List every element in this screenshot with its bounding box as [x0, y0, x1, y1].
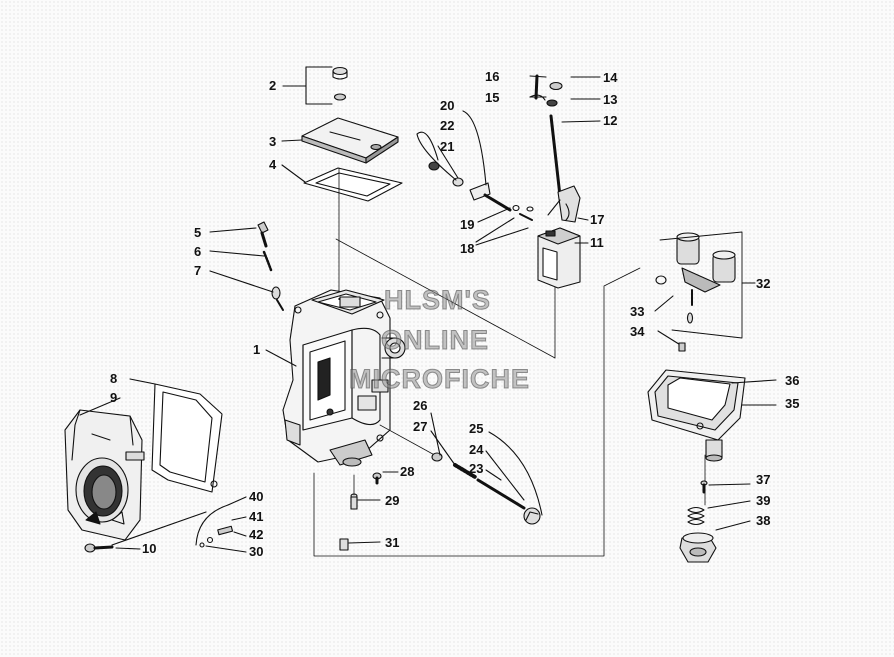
callout-5[interactable]: 5 [194, 225, 202, 240]
callout-42[interactable]: 42 [249, 527, 264, 542]
callout-15[interactable]: 15 [485, 90, 500, 105]
callout-20[interactable]: 20 [440, 98, 455, 113]
leader-2 [282, 66, 333, 105]
watermark-line-2: ONLINE [380, 325, 490, 356]
drain-screw-37-part [700, 480, 708, 494]
throttle-slide-part [537, 227, 581, 289]
callout-12[interactable]: 12 [603, 113, 618, 128]
jet-29-part [350, 493, 358, 510]
callout-25[interactable]: 25 [469, 421, 484, 436]
callout-1[interactable]: 1 [253, 342, 261, 357]
callout-39[interactable]: 39 [756, 493, 771, 508]
callout-29[interactable]: 29 [385, 493, 400, 508]
pilot-screw-part [257, 221, 284, 311]
callout-18[interactable]: 18 [460, 241, 475, 256]
callout-34[interactable]: 34 [630, 324, 645, 339]
callout-3[interactable]: 3 [269, 134, 277, 149]
callout-37[interactable]: 37 [756, 472, 771, 487]
plug-spring-part [679, 506, 717, 563]
needle-rod-part [529, 74, 563, 198]
needle-valve-34-part [678, 342, 686, 352]
callout-6[interactable]: 6 [194, 244, 202, 259]
callout-33[interactable]: 33 [630, 304, 645, 319]
air-screw-part [431, 452, 541, 525]
jet-31-part [339, 538, 349, 551]
screw-10-part [84, 543, 114, 553]
callout-4[interactable]: 4 [269, 157, 277, 172]
callout-36[interactable]: 36 [785, 373, 800, 388]
drain-screw-part [372, 472, 382, 485]
callout-38[interactable]: 38 [756, 513, 771, 528]
callout-8[interactable]: 8 [110, 371, 118, 386]
callout-13[interactable]: 13 [603, 92, 618, 107]
callout-16[interactable]: 16 [485, 69, 500, 84]
cap-screw-part [332, 66, 348, 101]
callout-21[interactable]: 21 [440, 139, 455, 154]
callout-27[interactable]: 27 [413, 419, 428, 434]
callout-7[interactable]: 7 [194, 263, 202, 278]
callout-40[interactable]: 40 [249, 489, 264, 504]
throttle-body-part [64, 409, 145, 541]
callout-30[interactable]: 30 [249, 544, 264, 559]
callout-35[interactable]: 35 [785, 396, 800, 411]
callout-26[interactable]: 26 [413, 398, 428, 413]
callout-28[interactable]: 28 [400, 464, 415, 479]
float-bowl-part [647, 369, 746, 462]
callout-10[interactable]: 10 [142, 541, 157, 556]
carburetor-body-part [282, 289, 406, 467]
callout-32[interactable]: 32 [756, 276, 771, 291]
fuel-fitting-part [195, 504, 234, 548]
callout-19[interactable]: 19 [460, 217, 475, 232]
callout-31[interactable]: 31 [385, 535, 400, 550]
watermark-line-3: MICROFICHE [349, 364, 530, 395]
callout-9[interactable]: 9 [110, 390, 118, 405]
gasket-part [303, 167, 403, 202]
callout-22[interactable]: 22 [440, 118, 455, 133]
intake-gasket-part [151, 383, 223, 493]
callout-41[interactable]: 41 [249, 509, 264, 524]
callout-2[interactable]: 2 [269, 78, 277, 93]
top-cover-part [301, 117, 399, 164]
callout-17[interactable]: 17 [590, 212, 605, 227]
callout-23[interactable]: 23 [469, 461, 484, 476]
throttle-bracket-part [557, 185, 581, 223]
float-assembly-part [655, 232, 736, 324]
callout-14[interactable]: 14 [603, 70, 618, 85]
callout-11[interactable]: 11 [590, 235, 604, 250]
watermark-line-1: HLSM'S [384, 285, 491, 316]
callout-24[interactable]: 24 [469, 442, 484, 457]
